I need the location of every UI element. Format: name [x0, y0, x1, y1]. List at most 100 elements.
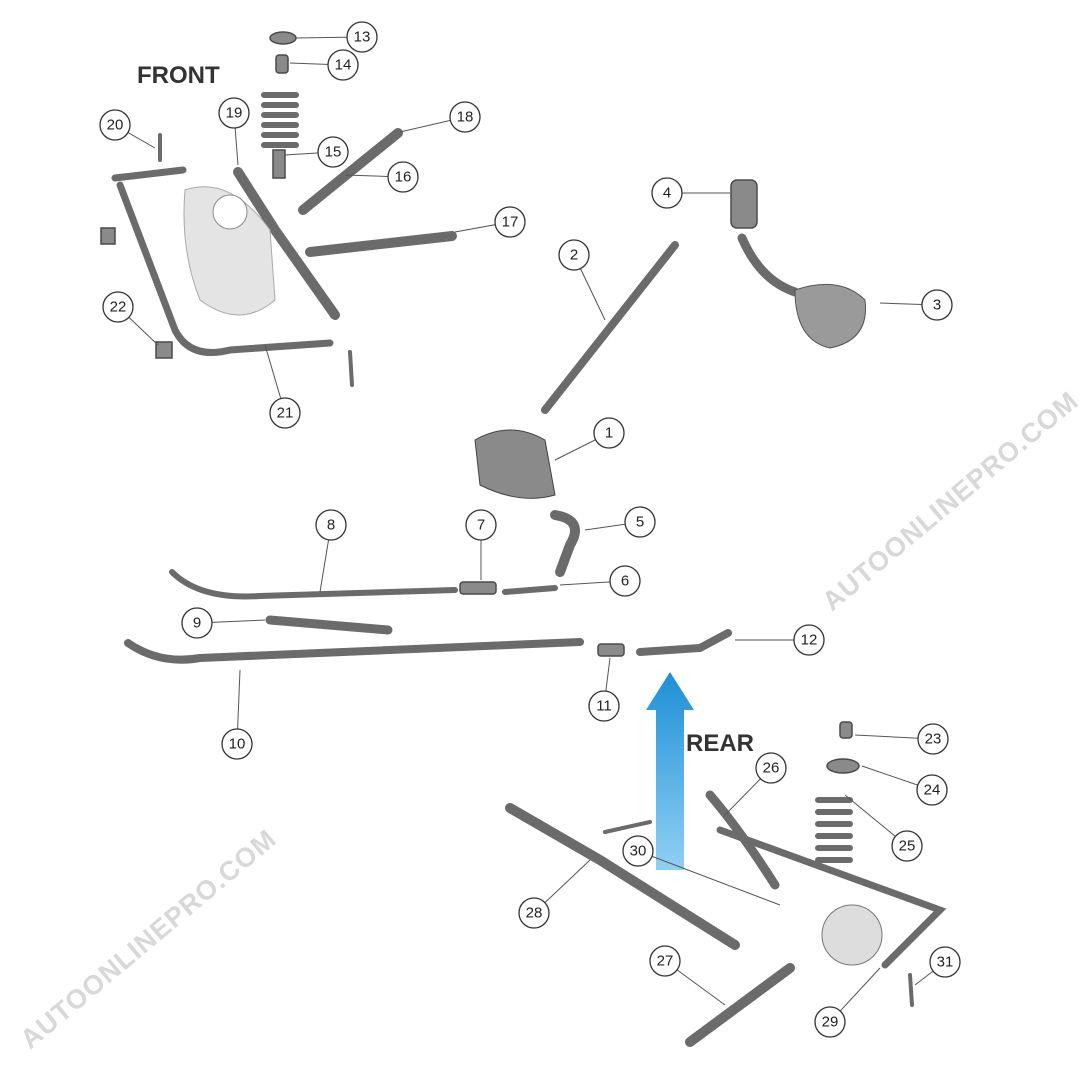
callout-circle — [917, 723, 949, 755]
callout-circle — [221, 728, 253, 760]
callout-24: 24 — [916, 774, 948, 806]
callout-circle — [793, 624, 825, 656]
callout-12: 12 — [793, 624, 825, 656]
callout-circle — [465, 509, 497, 541]
callout-number: 20 — [107, 117, 124, 134]
callout-circle — [449, 101, 481, 133]
callout-circle — [624, 506, 656, 538]
callout-circle — [916, 774, 948, 806]
callout-circle — [651, 177, 683, 209]
reservoir-hose — [737, 233, 800, 297]
callout-14: 14 — [327, 49, 359, 81]
part-24-isolator — [826, 758, 860, 774]
callout-7: 7 — [465, 509, 497, 541]
callout-27: 27 — [649, 945, 681, 977]
callout-number: 21 — [277, 405, 294, 422]
callout-19: 19 — [218, 97, 250, 129]
callout-31: 31 — [929, 946, 961, 978]
callout-circle — [622, 835, 654, 867]
front-suspension-parts — [100, 31, 457, 387]
direction-arrow-icon — [646, 672, 694, 870]
callout-15: 15 — [317, 136, 349, 168]
part-25-coil-spring — [815, 797, 853, 863]
part-7-adjuster-sleeve — [459, 581, 497, 595]
rear-label: REAR — [686, 730, 754, 757]
callout-number: 2 — [570, 247, 578, 264]
callout-circle — [558, 239, 590, 271]
callout-2: 2 — [558, 239, 590, 271]
watermark-text: AUTOONLINEPRO.COM — [817, 385, 1080, 616]
hub — [212, 194, 248, 230]
callout-number: 26 — [763, 760, 780, 777]
callout-number: 28 — [526, 905, 543, 922]
callout-circle — [755, 752, 787, 784]
callout-number: 19 — [226, 105, 243, 122]
front-label: FRONT — [137, 62, 220, 89]
callout-number: 22 — [110, 299, 127, 316]
callout-number: 14 — [335, 57, 352, 74]
callout-circle — [814, 1006, 846, 1038]
part-23-bumper — [839, 721, 853, 739]
part-16-upper-arm — [298, 128, 403, 215]
part-10-tie-rod — [124, 638, 584, 664]
callout-30: 30 — [622, 835, 654, 867]
callout-9: 9 — [181, 607, 213, 639]
part-9-steering-damper — [265, 615, 393, 635]
part-31-end-link — [908, 973, 914, 1007]
part-11-sleeve — [597, 643, 625, 657]
callout-circle — [181, 607, 213, 639]
callout-23: 23 — [917, 723, 949, 755]
part-14-bumper — [275, 54, 289, 74]
callout-29: 29 — [814, 1006, 846, 1038]
callout-circle — [315, 509, 347, 541]
callout-20: 20 — [99, 109, 131, 141]
callout-number: 29 — [822, 1014, 839, 1031]
callout-number: 5 — [636, 514, 644, 531]
callouts: 1234567891011121314151617181920212223242… — [99, 21, 961, 1038]
callout-number: 17 — [502, 214, 519, 231]
part-30-link — [603, 820, 652, 834]
callout-number: 24 — [924, 782, 941, 799]
callout-21: 21 — [269, 397, 301, 429]
part-27-lower-arm — [685, 963, 795, 1047]
callout-17: 17 — [494, 206, 526, 238]
callout-22: 22 — [102, 291, 134, 323]
callout-number: 11 — [596, 698, 612, 715]
callout-number: 3 — [933, 297, 941, 314]
callout-number: 23 — [925, 731, 942, 748]
part-6-tie-rod-end — [502, 585, 558, 595]
callout-16: 16 — [387, 161, 419, 193]
callout-circle — [218, 97, 250, 129]
callout-number: 4 — [663, 185, 671, 202]
callout-circle — [593, 417, 625, 449]
part-5-pitman-arm — [550, 510, 580, 577]
part-4-reservoir — [730, 179, 758, 229]
part-8-drag-link — [169, 569, 458, 600]
watermark-text: AUTOONLINEPRO.COM — [15, 823, 282, 1054]
rear-hub — [821, 904, 883, 966]
part-20-end-links — [158, 133, 354, 387]
callout-11: 11 — [588, 690, 620, 722]
callout-number: 15 — [325, 144, 342, 161]
callout-number: 16 — [395, 169, 412, 186]
steering-parts — [124, 179, 867, 664]
callout-number: 7 — [477, 517, 485, 534]
callout-number: 10 — [229, 736, 246, 753]
callout-circle — [269, 397, 301, 429]
callout-circle — [327, 49, 359, 81]
leader-line-30 — [637, 850, 781, 906]
part-22-bushing-top — [100, 227, 116, 245]
callout-number: 18 — [457, 109, 474, 126]
callout-5: 5 — [624, 506, 656, 538]
callout-13: 13 — [346, 21, 378, 53]
callout-circle — [891, 830, 923, 862]
callout-26: 26 — [755, 752, 787, 784]
callout-circle — [609, 565, 641, 597]
part-21-sway-bar — [111, 166, 334, 356]
callout-circle — [387, 161, 419, 193]
callout-6: 6 — [609, 565, 641, 597]
part-3-power-steering-pump — [794, 283, 867, 349]
callout-circle — [588, 690, 620, 722]
callout-number: 8 — [327, 517, 335, 534]
